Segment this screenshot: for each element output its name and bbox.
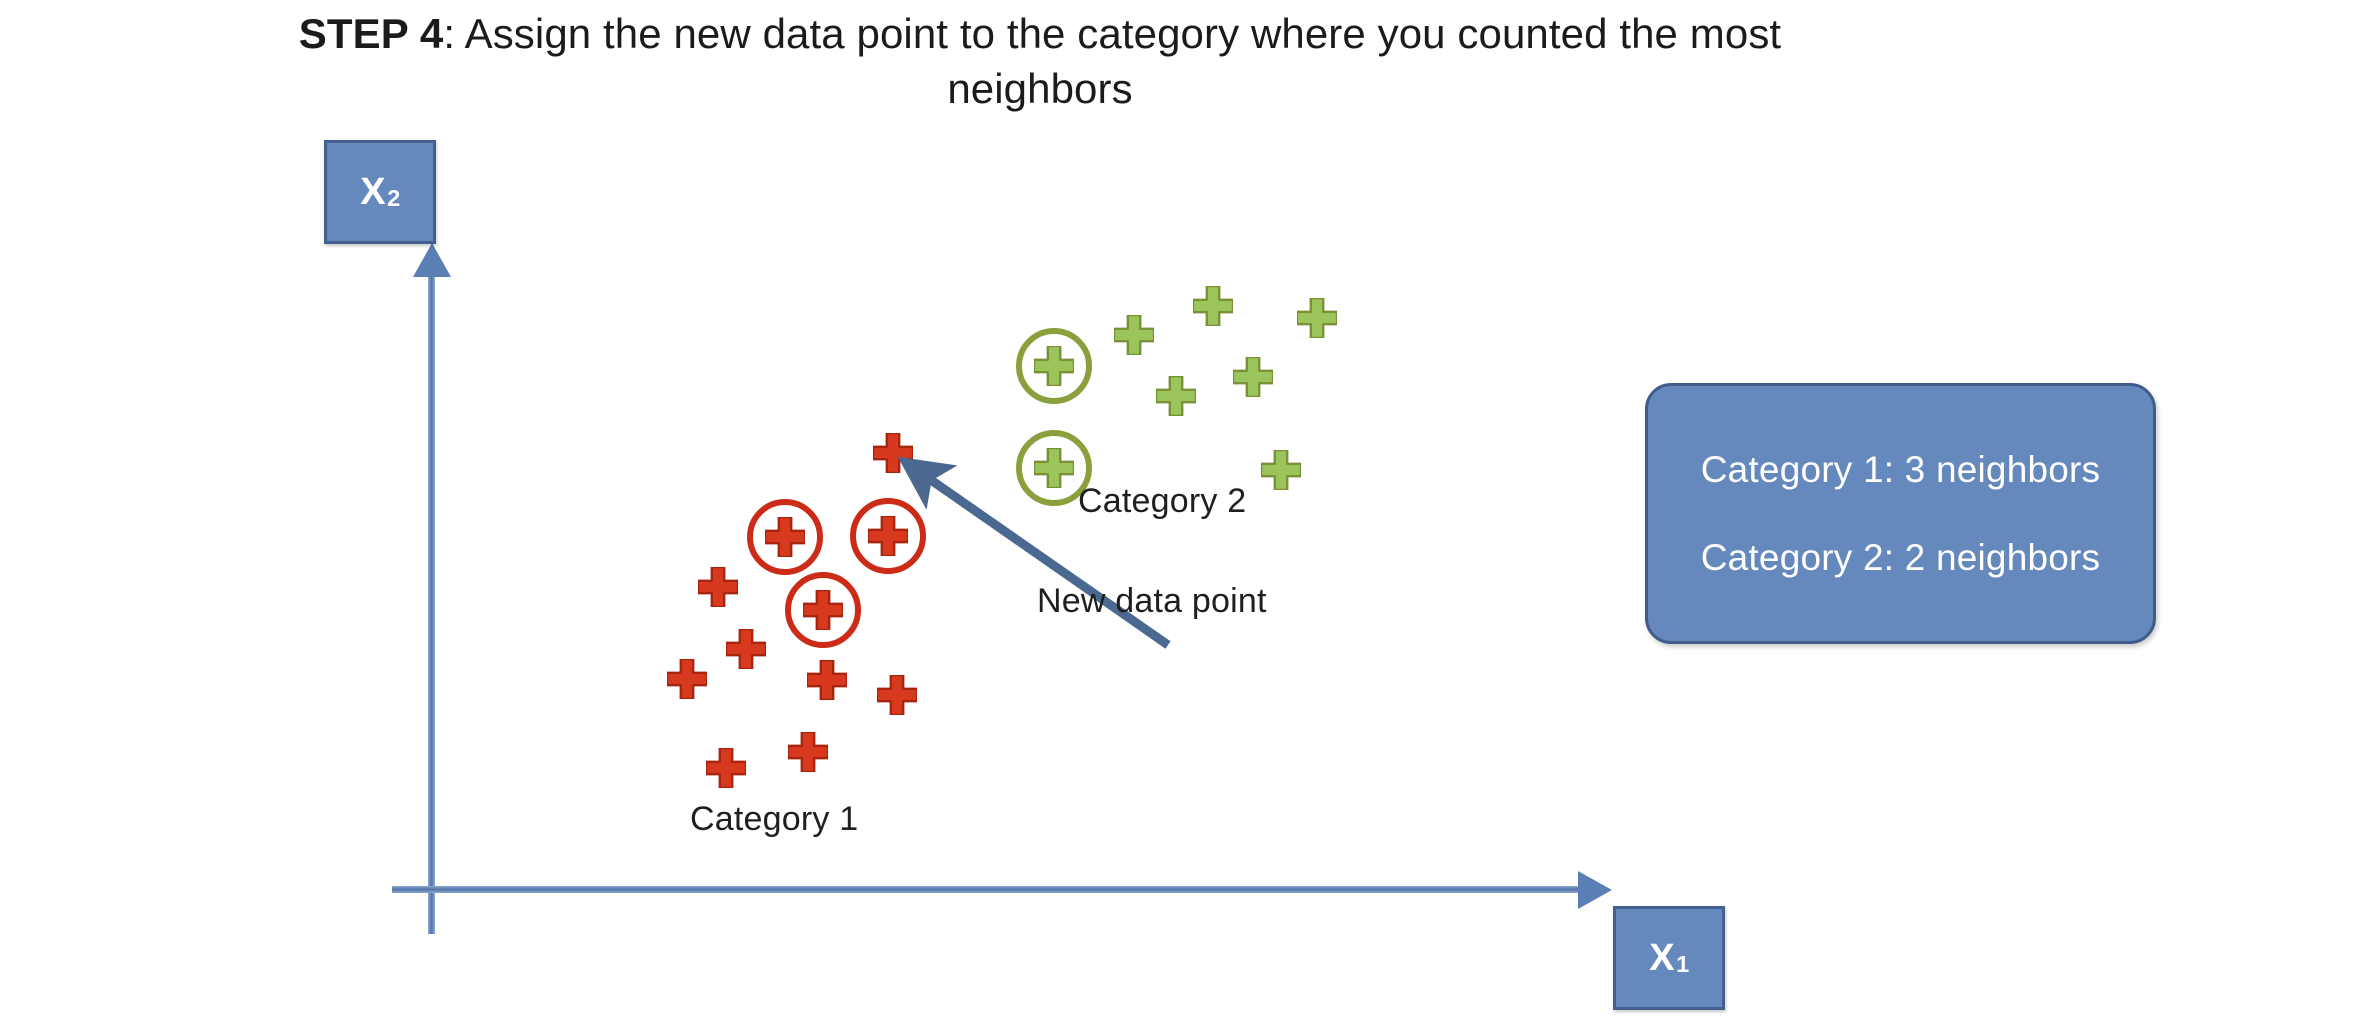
- category-1-point-cross-icon-9: [706, 748, 746, 788]
- category-2-point-cross-icon-3: [1193, 286, 1233, 326]
- category-2-point-cross-icon-2: [1114, 315, 1154, 355]
- category-1-label: Category 1: [690, 800, 859, 838]
- category-2-point-cross-icon-5: [1156, 376, 1196, 416]
- category-2-label: Category 2: [1078, 482, 1247, 520]
- x-axis-line: [392, 886, 1592, 893]
- category-1-point-cross-icon-7: [877, 675, 917, 715]
- category-1-point-cross-icon-2: [803, 590, 843, 630]
- category-2-point-neighbor-ring: [1016, 328, 1092, 404]
- y-axis-line: [428, 258, 435, 934]
- x-axis-arrowhead-icon: [1578, 871, 1612, 909]
- neighbor-count-box: Category 1: 3 neighbors Category 2: 2 ne…: [1645, 383, 2156, 644]
- y-axis-label-text: X: [360, 170, 387, 213]
- category-2-point-cross-icon-1: [1034, 448, 1074, 488]
- category-1-point-cross-icon-0: [765, 517, 805, 557]
- category-1-point-cross-icon-1: [868, 516, 908, 556]
- y-axis-label-subscript: 2: [387, 184, 401, 211]
- x-axis-label-text: X: [1649, 936, 1676, 979]
- category-2-point-cross-icon-4: [1297, 298, 1337, 338]
- category-2-point-cross-icon-6: [1233, 357, 1273, 397]
- category-2-point-cross-icon-0: [1034, 346, 1074, 386]
- category-1-point-cross-icon-5: [667, 659, 707, 699]
- category-2-count-line: Category 2: 2 neighbors: [1700, 536, 2101, 578]
- category-1-point-cross-icon-6: [807, 660, 847, 700]
- category-1-point-cross-icon-8: [788, 732, 828, 772]
- title-remainder: : Assign the new data point to the categ…: [443, 10, 1782, 113]
- category-2-point-cross-icon-7: [1261, 450, 1301, 490]
- category-1-count-line: Category 1: 3 neighbors: [1700, 448, 2101, 490]
- x-axis-label-subscript: 1: [1676, 950, 1690, 977]
- category-1-point-cross-icon-3: [698, 567, 738, 607]
- category-1-point-neighbor-ring: [747, 499, 823, 575]
- category-1-point-cross-icon-4: [726, 629, 766, 669]
- title-step-prefix: STEP 4: [298, 10, 444, 57]
- new-data-point-cross-icon-0: [873, 433, 913, 473]
- new-data-point-label: New data point: [1037, 582, 1267, 620]
- y-axis-arrowhead-icon: [413, 243, 451, 277]
- page-title: STEP 4: Assign the new data point to the…: [260, 6, 1820, 117]
- category-1-point-neighbor-ring: [785, 572, 861, 648]
